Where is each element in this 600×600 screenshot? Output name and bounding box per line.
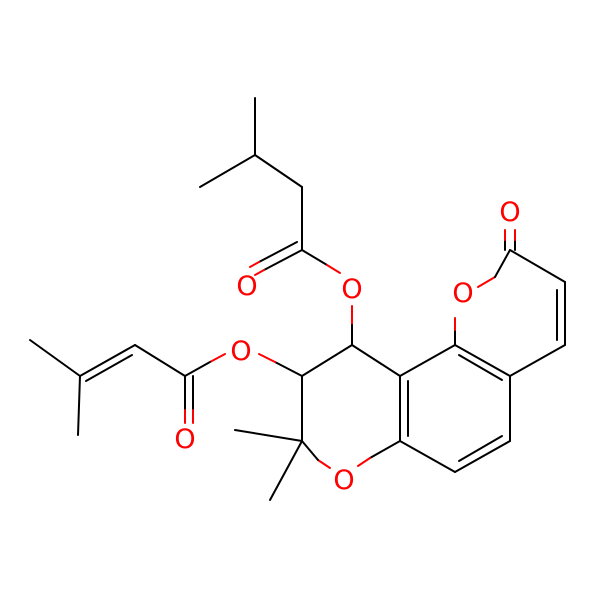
left-ester-oxygen-label: O <box>230 336 251 367</box>
bond <box>254 269 265 276</box>
bond <box>454 344 511 377</box>
bond <box>301 344 353 377</box>
lactone-oxygen-label: O <box>452 278 473 309</box>
bond <box>494 249 511 278</box>
top-carbonyl-oxygen-label: O <box>236 271 257 302</box>
bond <box>477 276 496 288</box>
bond <box>269 440 303 501</box>
bond <box>454 440 511 473</box>
bond <box>509 249 566 283</box>
coumarin-core <box>234 229 566 501</box>
bond <box>274 361 303 377</box>
bond <box>258 353 276 363</box>
bond <box>258 241 298 263</box>
bond <box>209 353 226 363</box>
bond <box>249 261 260 268</box>
bond <box>357 457 371 467</box>
bond <box>458 354 503 381</box>
left-ester-group <box>29 339 303 436</box>
bond <box>301 440 319 461</box>
top-ester-oxygen-label: O <box>341 274 362 305</box>
bond <box>134 344 186 377</box>
bond <box>326 264 341 274</box>
bond <box>399 440 456 473</box>
bond <box>234 429 303 442</box>
pyran-oxygen-label: O <box>333 465 354 496</box>
bond <box>509 344 566 377</box>
bond <box>85 354 133 382</box>
bond <box>399 344 456 377</box>
top-ester-group <box>249 241 353 346</box>
bond <box>369 440 401 459</box>
bond <box>351 344 401 377</box>
isovalerate-chain <box>199 97 303 251</box>
bond <box>263 249 303 271</box>
bond <box>77 375 81 436</box>
bond <box>184 361 211 377</box>
bond <box>301 249 328 266</box>
bond <box>79 344 136 377</box>
left-carbonyl-oxygen-label: O <box>174 424 195 455</box>
bond <box>254 154 303 188</box>
bond <box>317 459 331 469</box>
bond <box>29 339 81 377</box>
bond <box>199 154 256 188</box>
ketone-oxygen-label: O <box>499 197 520 228</box>
bond <box>458 435 503 462</box>
